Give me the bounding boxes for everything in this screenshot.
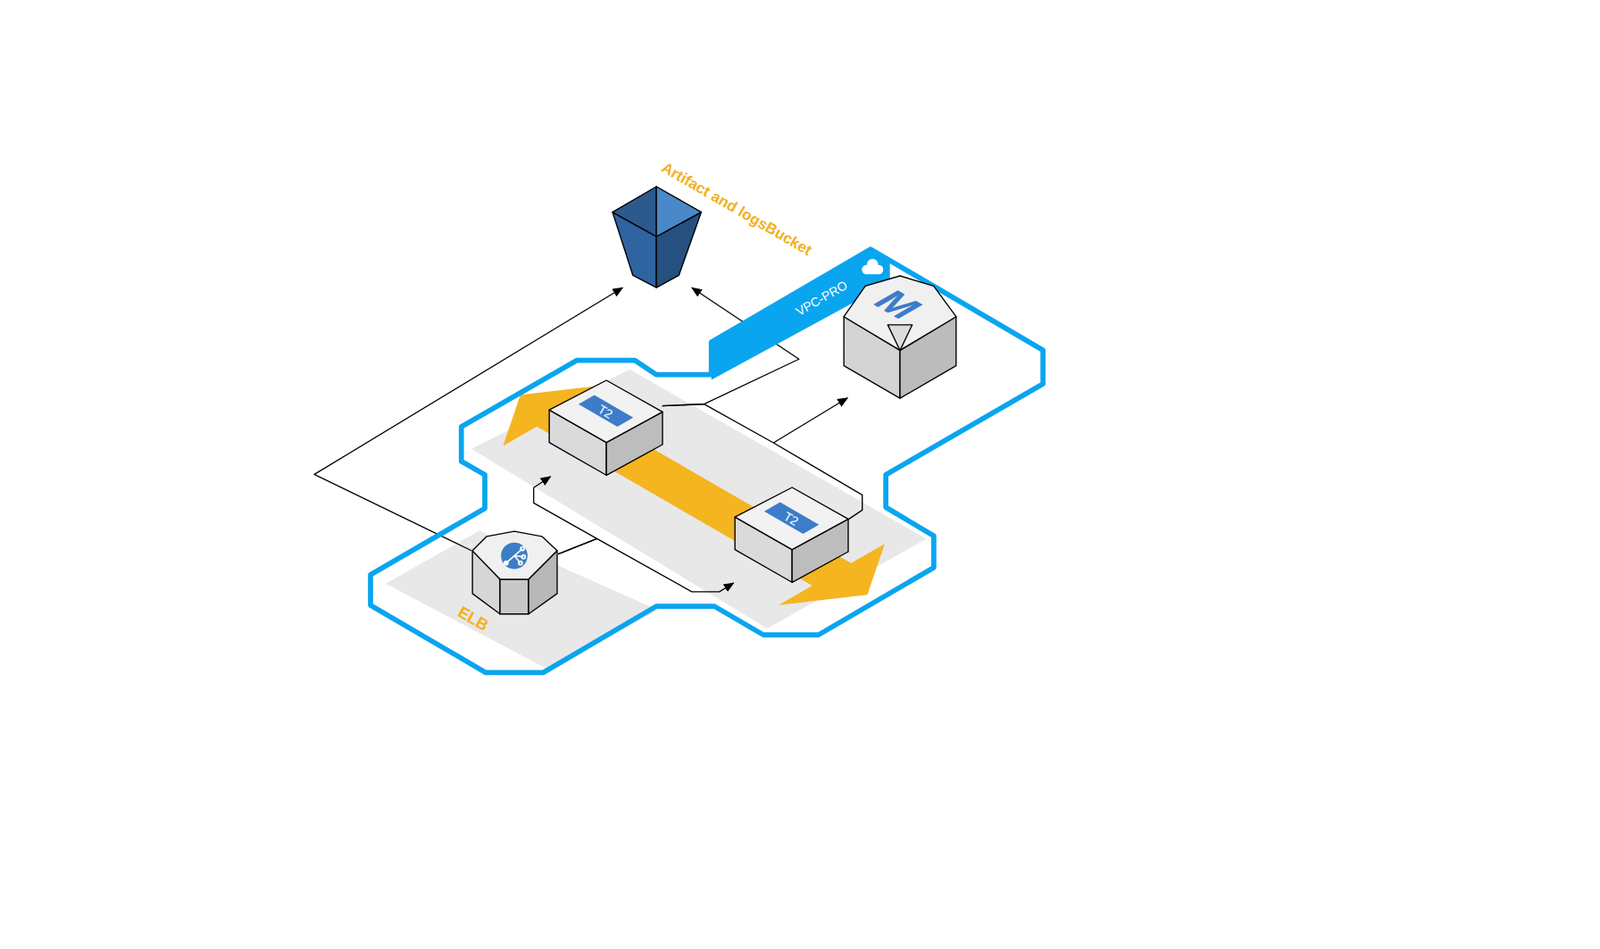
elb-icon: [500, 542, 528, 570]
vpc-region: VPC-PROMT2T2ELB: [370, 248, 1044, 675]
instance-badge: [578, 395, 634, 427]
ec2-instance: T2: [733, 487, 849, 584]
elb-fork: [504, 547, 526, 566]
load-balancer-shape: [471, 530, 559, 616]
ec2-instance-shape: [548, 380, 663, 476]
s3-bucket: Artifact and logsBucket: [612, 186, 701, 288]
instance-top: [734, 487, 849, 550]
instance-badge: [764, 502, 819, 534]
s3-bucket-shape: [612, 186, 701, 288]
elb-platform: [385, 530, 659, 669]
ec2-instance-shape: [733, 487, 849, 584]
connector: [558, 538, 734, 592]
subnet-platform: [471, 369, 927, 629]
elb-top: [472, 531, 558, 580]
memcached-node: M: [842, 275, 957, 399]
elb-face: [500, 579, 529, 615]
autoscaling-arrow: [502, 384, 884, 606]
load-balancer: ELB: [471, 530, 559, 616]
cache-top: [843, 275, 957, 350]
ec2-instance: T2: [548, 380, 663, 476]
bucket-top: [656, 186, 701, 237]
cache-notch: [887, 324, 912, 350]
elb-label: ELB: [455, 603, 492, 634]
bucket-top: [612, 186, 657, 237]
connector: [662, 398, 849, 443]
vpc-outline: [370, 249, 1043, 673]
cloud-icon: [861, 258, 884, 275]
instance-top: [549, 380, 663, 443]
